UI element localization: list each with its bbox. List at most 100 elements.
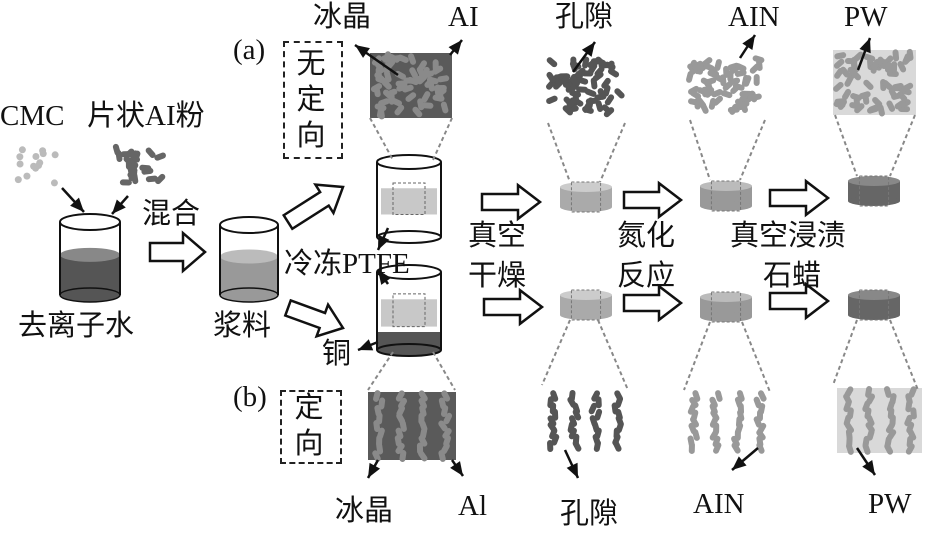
disk-bottom	[848, 310, 900, 320]
zoom-guide-line	[889, 114, 916, 177]
al-flake	[119, 179, 132, 186]
flake	[834, 67, 844, 79]
flake	[566, 97, 577, 109]
flake	[607, 68, 620, 78]
freeze-ptfe-label: 冷冻PTFE	[284, 248, 410, 280]
cmc-particle	[35, 162, 43, 170]
flake	[441, 390, 451, 402]
flake	[418, 390, 428, 402]
flake	[735, 63, 747, 72]
copper-label: 铜	[322, 338, 352, 370]
deionized-water-beaker	[59, 213, 121, 303]
flake	[546, 95, 558, 105]
flake	[581, 70, 594, 77]
flake	[588, 402, 598, 415]
zoom-guide-line	[689, 119, 711, 181]
flake	[862, 443, 871, 455]
flake	[394, 104, 405, 116]
flake	[401, 84, 414, 93]
al-pointer-top-head	[448, 40, 462, 55]
flake	[418, 450, 428, 462]
beaker-rim	[59, 213, 121, 231]
flake	[850, 93, 862, 101]
flake	[880, 62, 893, 70]
ptfe-arrow-bottom-head	[378, 270, 392, 285]
flake	[601, 77, 611, 89]
flake	[422, 66, 430, 79]
slurry-beaker	[219, 216, 279, 303]
pw-pointer-bottom-head	[862, 460, 875, 475]
al-flake	[155, 173, 166, 185]
cmc-arrow-head	[70, 197, 84, 212]
cmc-label: CMC	[0, 100, 65, 132]
flake	[842, 88, 852, 101]
flake	[440, 405, 449, 417]
flake	[882, 79, 893, 91]
aln-pointer-bottom-head	[732, 456, 747, 470]
flake	[377, 75, 388, 86]
aln-disk-b	[700, 291, 752, 323]
flake	[421, 91, 431, 103]
cmc-particle	[14, 176, 22, 184]
flake	[373, 390, 381, 402]
flake	[707, 70, 720, 79]
flake	[412, 75, 424, 85]
disk-side	[848, 295, 900, 315]
hollow-arrow-icon	[768, 281, 831, 321]
flake	[905, 400, 913, 413]
aln-pointer-top-head	[742, 35, 755, 51]
flake	[586, 97, 594, 110]
flake	[385, 88, 398, 97]
flake	[749, 63, 761, 74]
flake	[833, 101, 846, 108]
porous-al-disk-a	[560, 181, 612, 213]
disk-bottom	[560, 310, 612, 320]
flake	[757, 390, 767, 402]
flake	[395, 390, 405, 402]
flake	[604, 61, 616, 71]
flake	[897, 61, 907, 73]
non-oriented-ice-texture	[370, 51, 452, 120]
hollow-arrow-icon	[281, 183, 345, 231]
flake	[687, 403, 697, 415]
zoom-guide-line	[599, 122, 626, 183]
flake	[715, 390, 723, 402]
pore-label-bottom: 孔隙	[560, 498, 619, 530]
flake	[844, 422, 855, 434]
mix-label: 混合	[142, 198, 201, 230]
disk-top	[560, 182, 612, 192]
zoom-guide-line	[547, 122, 571, 183]
disk-top	[560, 290, 612, 300]
disk-top	[700, 292, 752, 302]
flake	[418, 435, 428, 447]
flake	[720, 90, 733, 99]
disk-top	[848, 290, 900, 300]
flake	[834, 52, 847, 60]
mix-arrow	[148, 230, 207, 274]
pw-label-bottom: PW	[868, 488, 912, 520]
flake	[756, 442, 765, 454]
flake	[435, 87, 447, 98]
freeze-arrow-down	[283, 298, 345, 339]
ice-crystal-label-top: 冰晶	[313, 1, 372, 33]
vacuum-drying-arrow-a	[480, 182, 543, 222]
oriented-label: 定向	[294, 392, 324, 460]
cmc-particle	[32, 152, 40, 160]
zoom-guide-line	[432, 117, 453, 161]
flake	[373, 85, 381, 98]
vacuum-drying-label-1: 真空	[468, 220, 527, 252]
flake	[373, 420, 381, 432]
flake	[723, 65, 730, 78]
flake	[690, 416, 700, 428]
flake	[833, 58, 845, 69]
non-oriented-label: 无定向	[296, 48, 326, 152]
flake	[894, 99, 906, 110]
aln-texture-b	[687, 390, 767, 454]
zoom-guide-line	[432, 351, 456, 391]
flake	[408, 53, 417, 65]
flake	[546, 57, 558, 68]
cmc-particle	[51, 151, 59, 159]
pw-label-top: PW	[844, 1, 888, 33]
flake	[409, 67, 419, 79]
flake	[560, 73, 571, 85]
